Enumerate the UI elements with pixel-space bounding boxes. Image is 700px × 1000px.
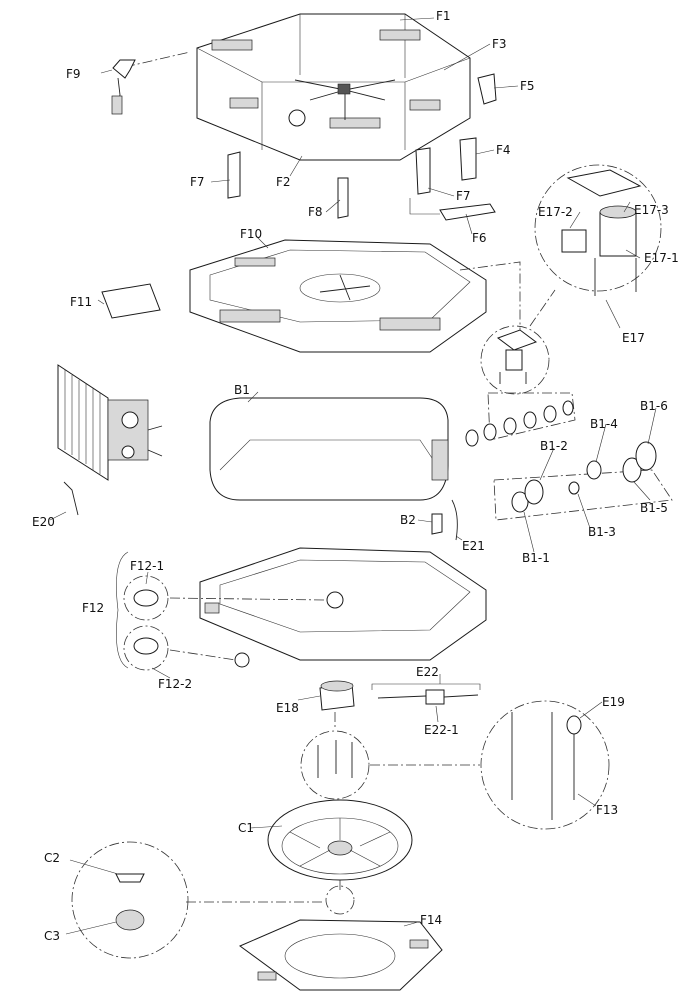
detail-fan-hub-circle [325,885,355,915]
detail-e17-small-circle [480,325,550,395]
label-b1: B1 [234,383,250,397]
label-f7-left: F7 [190,175,205,189]
label-f11: F11 [70,295,92,309]
part-bottom-frame [199,547,487,668]
part-f11-sheet [101,283,161,319]
part-c1-turbo-fan [267,799,413,881]
leader-e17-link [529,289,556,327]
label-f7-right: F7 [456,189,471,203]
part-e19-bush [566,715,582,735]
part-f5-bracket [477,73,497,105]
part-f6-plate [439,203,496,221]
part-labels: F1 F3 F5 F9 F4 F7 F2 F7 F8 F6 F10 E17-2 … [32,9,679,943]
label-b1-5: B1-5 [640,501,668,515]
label-c1: C1 [238,821,254,835]
leader-f9 [124,51,191,68]
label-e20: E20 [32,515,55,529]
leader-f12-2 [169,649,237,661]
leader-f6-line [409,198,440,215]
label-f12: F12 [82,601,104,615]
label-f12-2: F12-2 [158,677,192,691]
leader-f10-e17 [459,261,521,330]
e19-bolts [511,712,575,820]
part-b1-fittings [465,392,673,521]
label-f5: F5 [520,79,535,93]
label-b1-1: B1-1 [522,551,550,565]
part-f1-top-casing [196,13,471,161]
part-f9-drain-hose [111,59,136,115]
label-c3: C3 [44,929,60,943]
label-b1-6: B1-6 [640,399,668,413]
label-e22-1: E22-1 [424,723,459,737]
label-e17-2: E17-2 [538,205,573,219]
label-b2: B2 [400,513,416,527]
detail-e17-circle [534,164,662,296]
part-f7-bracket-left [227,151,241,199]
part-c3-boss [115,909,145,931]
label-f10: F10 [240,227,262,241]
label-e21: E21 [462,539,485,553]
label-f14: F14 [420,913,442,927]
label-f3: F3 [492,37,507,51]
label-e18: E18 [276,701,299,715]
label-f8: F8 [308,205,323,219]
part-f4-bracket [459,137,477,181]
label-f4: F4 [496,143,511,157]
detail-e19-circle [480,700,610,830]
leader-f12-1 [169,597,327,601]
part-c2-nut [115,873,145,883]
label-e19: E19 [602,695,625,709]
f12-bracket [116,551,129,669]
label-c2: C2 [44,851,60,865]
label-b1-2: B1-2 [540,439,568,453]
part-f7-bracket-right [415,147,431,195]
part-e22-harness [371,683,481,705]
label-f2: F2 [276,175,291,189]
part-f12-2 [133,637,159,655]
part-e18-motor [319,680,355,711]
label-f6: F6 [472,231,487,245]
leader-lines [49,17,657,935]
label-e17-1: E17-1 [644,251,679,265]
part-b2-clip [431,513,443,535]
label-f13: F13 [596,803,618,817]
label-e17-3: E17-3 [634,203,669,217]
label-e17: E17 [622,331,645,345]
label-b1-4: B1-4 [590,417,618,431]
motor-mount-bolts [317,740,353,778]
label-f12-1: F12-1 [130,559,164,573]
detail-f12-1-circle [123,575,169,621]
detail-motor-mount-circle [300,730,370,800]
part-f10-insulation-casing [189,239,487,353]
label-f9: F9 [66,67,81,81]
part-f14-bell-mouth [239,919,443,991]
part-f8-bracket [337,177,349,219]
part-e20-heat-exchanger [57,364,163,516]
part-b1-drain-pan [209,397,449,501]
detail-c2-c3-circle [71,841,189,959]
label-b1-3: B1-3 [588,525,616,539]
label-e22: E22 [416,665,439,679]
detail-f12-2-circle [123,625,169,671]
part-f12-1 [133,589,159,607]
part-e21-lead [451,499,458,541]
label-f1: F1 [436,9,451,23]
